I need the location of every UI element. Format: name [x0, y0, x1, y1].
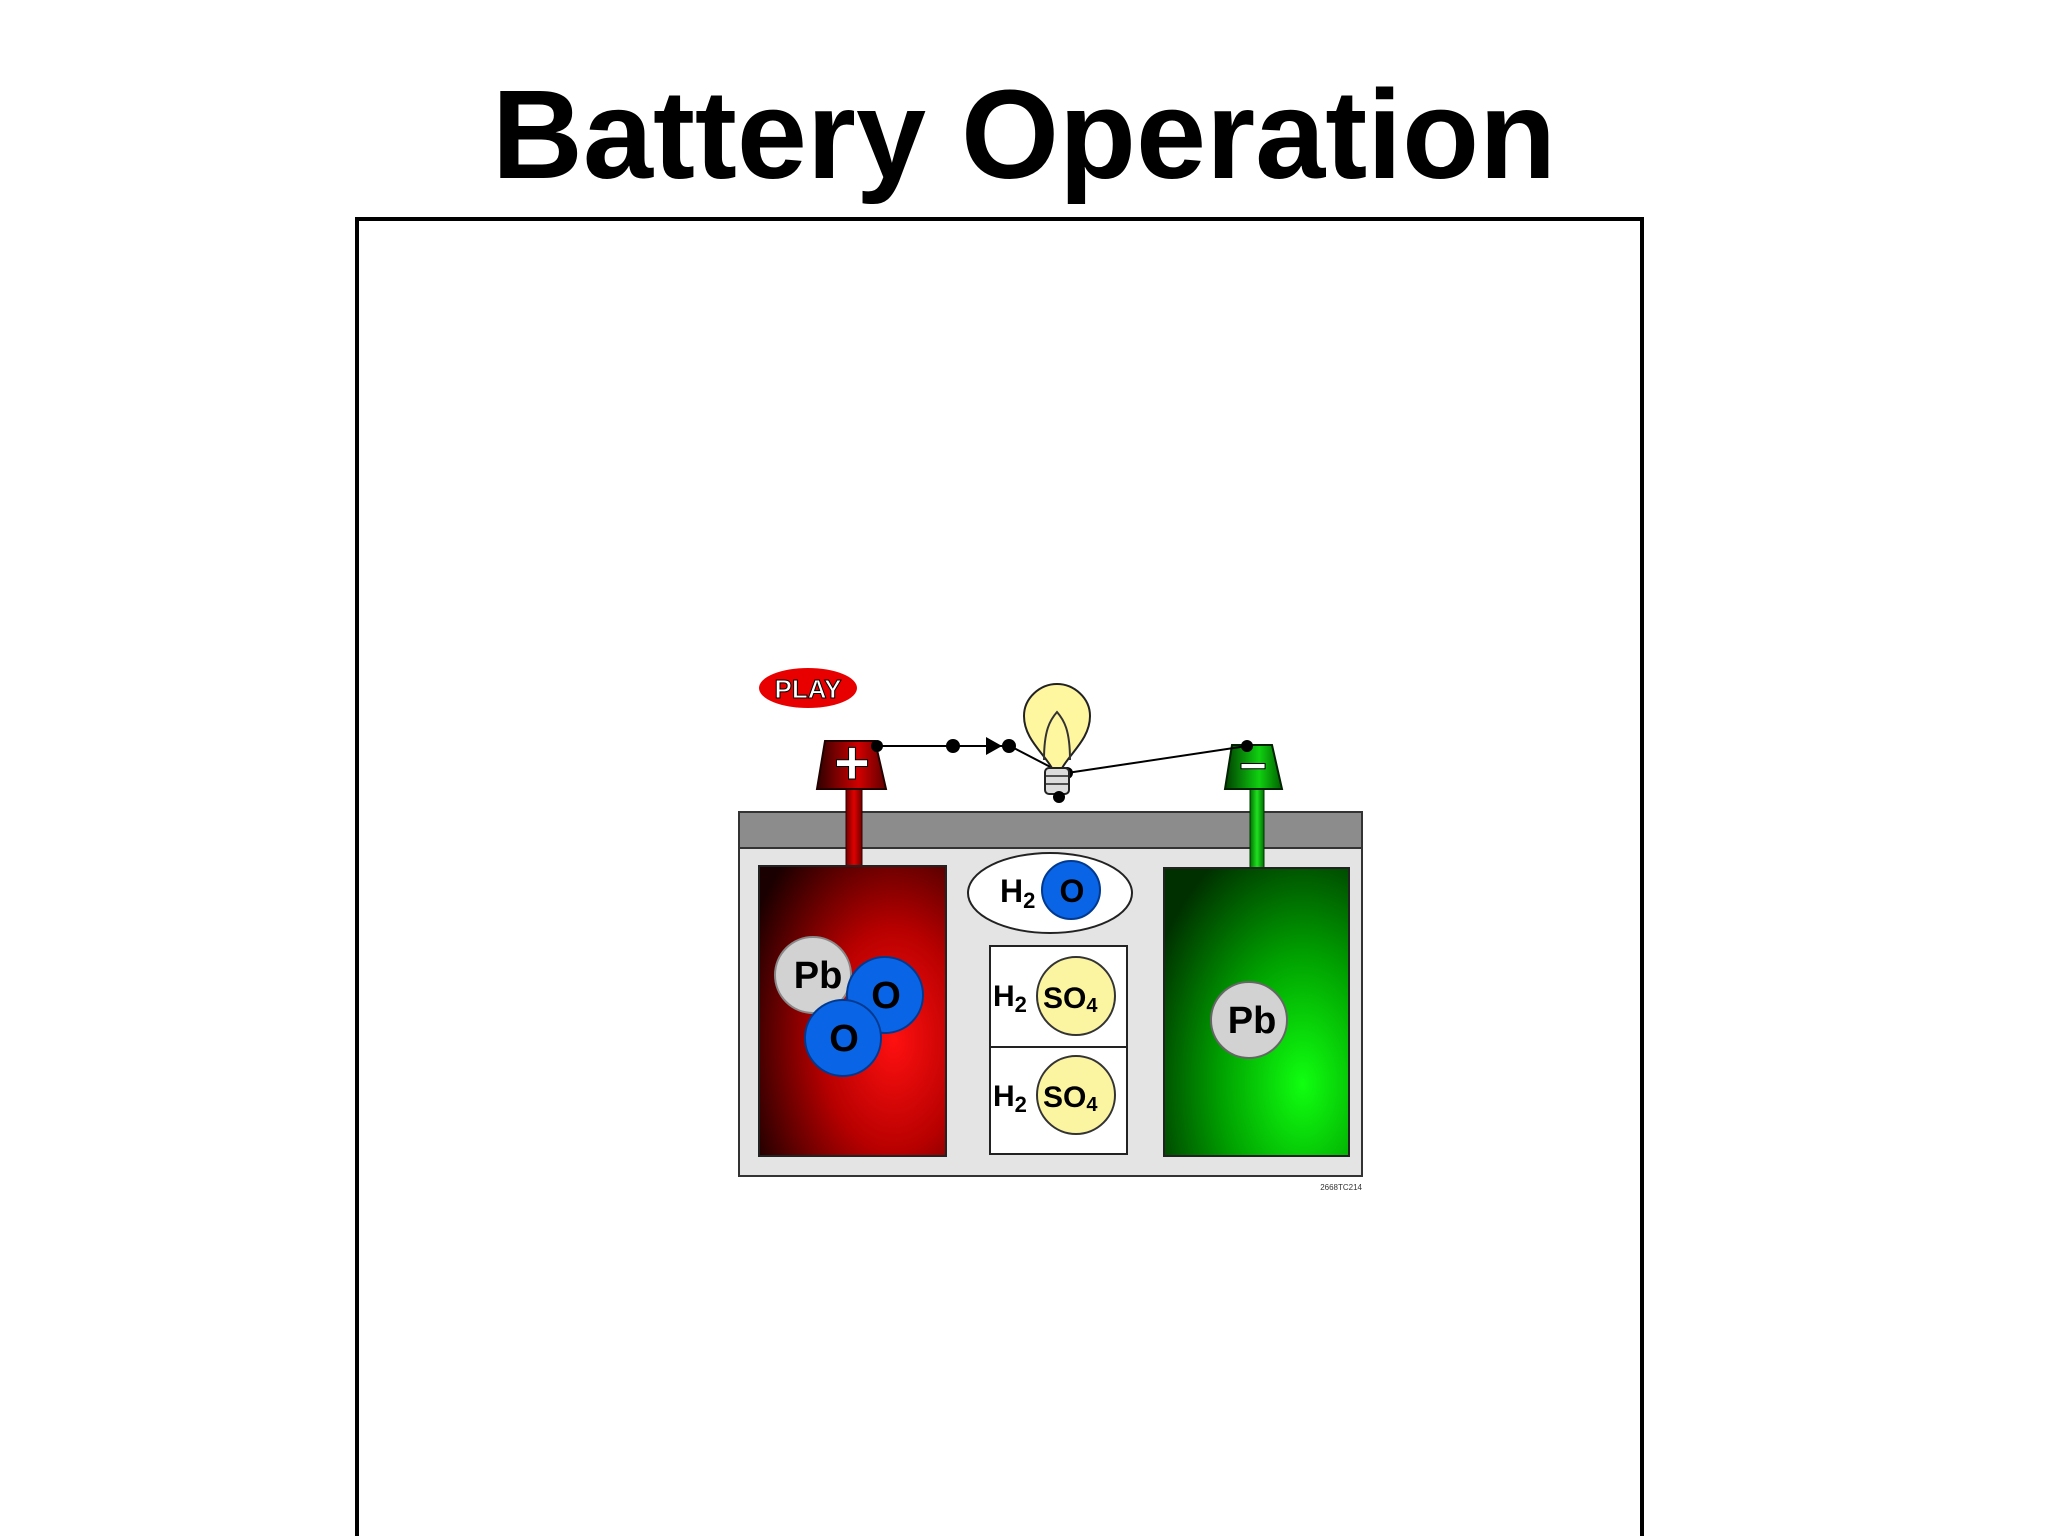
- acid-prefix: H2: [993, 1080, 1027, 1117]
- sulfate-label: SO4: [1043, 1081, 1098, 1116]
- circuit-wire: [871, 737, 1253, 779]
- sulfate-ion: [1036, 956, 1116, 1036]
- lead-atom: [774, 936, 852, 1014]
- current-direction-arrow: [986, 737, 1002, 755]
- negative-post: [1249, 783, 1265, 871]
- sulfate-label: SO4: [1043, 982, 1098, 1017]
- lead-atom-label: Pb: [1228, 1000, 1277, 1042]
- wire-node: [1002, 739, 1016, 753]
- sulfuric-acid-molecule: H2 SO4: [993, 1055, 1116, 1135]
- sulfate-ion: [1036, 1055, 1116, 1135]
- oxygen-atom: [804, 999, 882, 1077]
- light-bulb-icon: [1022, 682, 1092, 803]
- positive-terminal: +: [815, 729, 888, 799]
- water-prefix: H2: [1000, 873, 1035, 913]
- wire-node: [871, 740, 883, 752]
- lead-dioxide-molecule: Pb O O: [774, 936, 924, 1077]
- page-title: Battery Operation: [491, 64, 1557, 205]
- lead-molecule: Pb: [1210, 981, 1288, 1059]
- water-oxygen-label: O: [1060, 873, 1085, 909]
- lead-atom-label: Pb: [794, 955, 843, 997]
- play-button[interactable]: PLAY: [759, 668, 857, 708]
- wire-node: [946, 739, 960, 753]
- figure-code: 2668TC214: [1320, 1183, 1362, 1192]
- water-molecule: H2 O: [967, 852, 1133, 934]
- oxygen-atom: [1041, 860, 1101, 920]
- oxygen-atom-label: O: [871, 975, 901, 1017]
- lead-atom: [1210, 981, 1288, 1059]
- positive-terminal-symbol: +: [834, 729, 870, 798]
- sulfuric-acid-molecule: H2 SO4: [993, 956, 1116, 1036]
- acid-prefix: H2: [993, 980, 1027, 1017]
- oxygen-atom-label: O: [829, 1018, 859, 1060]
- play-button-label[interactable]: PLAY: [774, 674, 842, 705]
- wire-node: [1241, 740, 1253, 752]
